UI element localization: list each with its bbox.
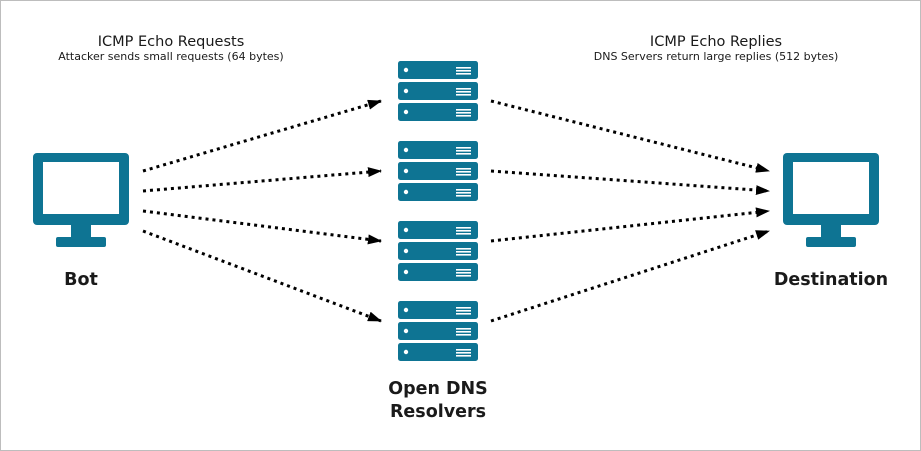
bot-monitor-icon	[33, 153, 129, 247]
server-icon	[398, 221, 478, 281]
requests-title: ICMP Echo Requests	[97, 34, 245, 50]
bot-label: Bot	[64, 270, 98, 290]
reply-arrow	[490, 169, 770, 196]
request-arrow	[142, 99, 382, 173]
request-arrow	[142, 209, 382, 245]
replies-title: ICMP Echo Replies	[649, 34, 783, 50]
destination-label: Destination	[773, 270, 889, 290]
server-icon	[398, 301, 478, 361]
replies-subtitle: DNS Servers return large replies (512 by…	[593, 50, 839, 63]
resolvers-label-line1: Open DNS	[388, 379, 488, 399]
server-icon	[398, 141, 478, 201]
reply-arrow	[490, 229, 770, 323]
request-arrow	[142, 229, 382, 323]
server-icon	[398, 61, 478, 121]
resolvers-label: Open DNS Resolvers	[358, 378, 518, 424]
destination-monitor-icon	[783, 153, 879, 247]
reply-arrow	[490, 207, 770, 243]
replies-caption: ICMP Echo Replies DNS Servers return lar…	[566, 34, 866, 63]
reply-arrow	[490, 99, 770, 173]
request-arrow	[142, 167, 382, 193]
requests-caption: ICMP Echo Requests Attacker sends small …	[41, 34, 301, 63]
resolvers-label-line2: Resolvers	[389, 402, 487, 422]
requests-subtitle: Attacker sends small requests (64 bytes)	[58, 50, 284, 63]
